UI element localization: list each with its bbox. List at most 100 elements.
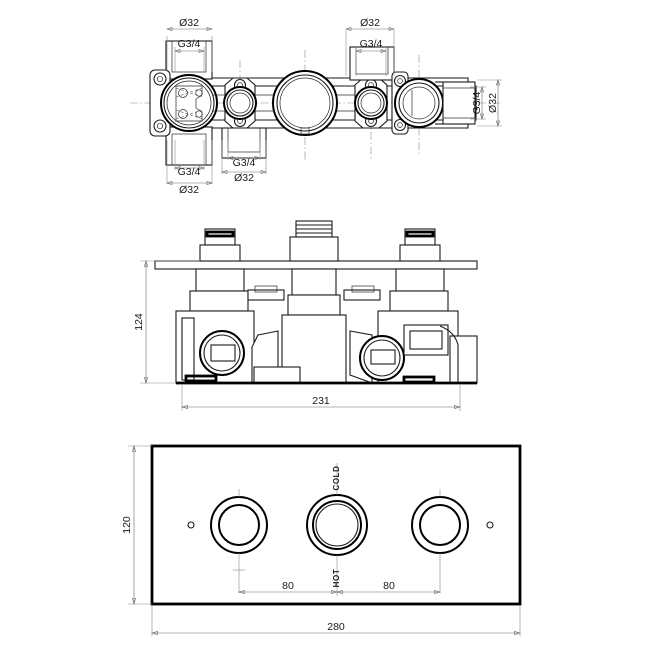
arrow-right: [388, 26, 395, 32]
dim-top-right-d32: Ø32: [345, 17, 395, 76]
dim-label: G3/4: [471, 91, 483, 114]
arrow-left: [345, 26, 352, 32]
left-valve-inner-ring: [166, 80, 212, 126]
left-flange-screw-bottom-hole: [156, 122, 164, 130]
dim-bottom-left-d32: Ø32: [166, 140, 213, 196]
arrow-right: [434, 590, 442, 594]
arrow-right: [514, 631, 522, 635]
left-bottom-inlet-boss: [165, 126, 213, 166]
faceplate-screw-left: [187, 521, 195, 529]
hot-label: HOT: [332, 569, 341, 588]
arrow-bottom: [144, 377, 148, 385]
dim-right-g34: G3/4: [470, 86, 486, 120]
arrow-right: [260, 169, 267, 175]
arrow-left: [174, 48, 181, 54]
right-flange-screw-top: [393, 74, 407, 88]
left-body-foot-band: [184, 374, 218, 383]
center-port-mid-ring: [276, 74, 334, 132]
left-stem-lower: [195, 268, 245, 292]
right-stem-collar: [389, 290, 449, 312]
left-flange-screw-top-hole: [156, 75, 164, 83]
handle-center[interactable]: COLD HOT: [306, 463, 368, 596]
arrow-left: [166, 26, 173, 32]
left-flange-screw-top: [153, 72, 167, 86]
center-left-tab: [247, 289, 285, 301]
wall-plate: [154, 260, 478, 270]
left-valve-hidden-d: [175, 109, 203, 120]
center-right-tab: [343, 289, 381, 301]
right-port-outer: [354, 86, 388, 120]
dim-label: Ø32: [179, 184, 199, 196]
arrow-top: [144, 259, 148, 267]
dim-label: G3/4: [360, 38, 383, 50]
left-stem-cap-band: [205, 230, 235, 238]
left-top-inlet-bore: [171, 40, 207, 73]
dim-label: 231: [312, 395, 330, 407]
arrow-left: [180, 405, 188, 409]
dim-label: 124: [133, 313, 145, 331]
right-outlet-mid-ring: [398, 82, 440, 124]
center-stem-collar: [287, 294, 341, 316]
dim-top-left-d32: Ø32: [166, 17, 213, 72]
dim-top-right-g34: G3/4: [355, 38, 387, 76]
dim-right-d32: Ø32: [477, 79, 502, 127]
dim-top-left-g34: G3/4: [174, 38, 205, 72]
right-body-port-insert: [370, 349, 396, 365]
right-outlet-outer-ring: [394, 78, 444, 128]
dim-label: 120: [121, 516, 133, 534]
arrow-left: [221, 169, 228, 175]
second-port-outer: [223, 86, 257, 120]
arrow-right: [198, 48, 205, 54]
faceplate-screw-right: [486, 521, 494, 529]
right-flange-screw-bottom-hole: [397, 122, 403, 128]
center-left-base: [253, 366, 301, 384]
dim-height-124: 124: [133, 259, 200, 385]
left-valve-screw-b: [195, 110, 203, 118]
right-body-port-mid: [363, 339, 401, 377]
dim-label: 280: [327, 621, 345, 633]
faceplate-view: COLD HOT 120 80: [121, 444, 522, 636]
arrow-bottom: [479, 113, 485, 120]
left-flange-screw-bottom: [153, 119, 167, 133]
right-flange-screw-bottom: [393, 118, 407, 132]
center-handle-mid-ring: [312, 500, 362, 550]
handle-right[interactable]: [411, 489, 469, 593]
dim-width-231: 231: [180, 385, 462, 411]
left-valve-hidden-a: [175, 87, 203, 98]
right-handle-inner-ring: [419, 504, 461, 546]
dim-label: G3/4: [233, 157, 256, 169]
dim-spacing-right-80: 80: [335, 580, 442, 594]
left-body-side-rib: [181, 317, 195, 381]
center-left-tab-top: [254, 285, 278, 293]
left-valve-screw-a: [195, 89, 203, 97]
left-body-port-insert: [210, 344, 236, 362]
top-view: Ø32 G3/4 Ø32 G3/4: [130, 17, 502, 196]
mid-bottom-inlet-boss: [221, 127, 267, 159]
arrow-left: [355, 48, 362, 54]
right-flange-screw-top-hole: [397, 78, 403, 84]
handle-left[interactable]: [210, 489, 268, 593]
dim-label: G3/4: [178, 166, 201, 178]
left-valve-mid-ring: [163, 77, 215, 129]
cold-label: COLD: [332, 465, 341, 490]
left-valve-hidden-c: [175, 109, 203, 120]
center-stem-lower: [291, 268, 337, 296]
arrow-top: [495, 79, 501, 86]
dim-plate-width-280: 280: [150, 606, 522, 636]
center-handle-inner-ring: [315, 503, 359, 547]
arrow-left: [335, 590, 343, 594]
right-end-spout: [442, 81, 476, 125]
arrow-right: [254, 155, 261, 161]
right-end-box: [449, 335, 478, 384]
left-stem-collar: [189, 290, 249, 312]
dim-bottom-mid-d32: Ø32: [221, 140, 267, 184]
left-valve-outer-ring: [160, 74, 218, 132]
arrow-top: [132, 444, 136, 452]
right-stem-lower: [395, 268, 445, 292]
arrow-top: [479, 86, 485, 93]
dim-spacing-left-80: 80: [237, 580, 339, 594]
dim-label: Ø32: [234, 172, 254, 184]
arrow-right: [454, 405, 462, 409]
